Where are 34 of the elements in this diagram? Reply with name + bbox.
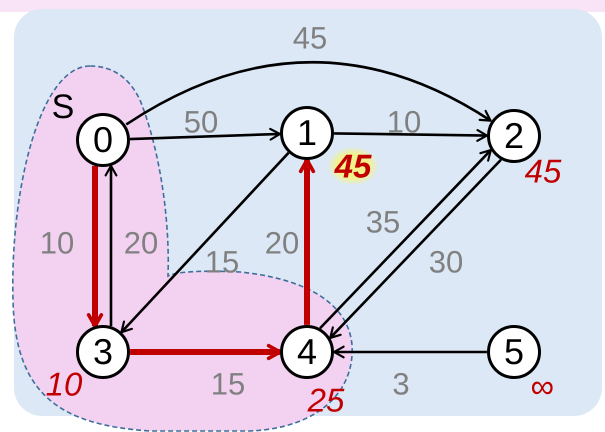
node-label: 3 xyxy=(92,334,114,370)
node-label: 2 xyxy=(504,118,524,154)
node-label: 5 xyxy=(504,334,524,370)
node-label: 4 xyxy=(296,334,318,370)
node-label: 1 xyxy=(296,115,318,151)
edge-label: 20 xyxy=(124,228,158,258)
edge-label: 45 xyxy=(292,22,328,54)
arrow xyxy=(319,148,492,330)
arrow xyxy=(130,344,282,360)
distance-label: 10 xyxy=(46,368,82,400)
arrow xyxy=(329,158,502,340)
edge-label: 50 xyxy=(184,106,218,138)
arrow xyxy=(130,128,282,141)
arrow xyxy=(104,164,118,326)
edge-label: 3 xyxy=(392,368,410,400)
distance-label: 45 xyxy=(524,154,562,188)
arrow xyxy=(334,129,488,142)
node-label: 0 xyxy=(92,122,114,158)
distance-label: 25 xyxy=(308,384,344,416)
arrow xyxy=(86,166,104,328)
distance-label: ∞ xyxy=(530,370,554,402)
arrow xyxy=(298,158,316,325)
edge-label: 20 xyxy=(264,228,300,258)
edge-label: 30 xyxy=(428,246,464,278)
arrow xyxy=(126,61,492,126)
set-label: S xyxy=(52,90,74,124)
edge-label: 15 xyxy=(210,368,246,400)
arrow xyxy=(333,346,487,358)
edge-label: 10 xyxy=(386,106,422,138)
distance-label: 45 xyxy=(328,148,378,184)
edge-label: 10 xyxy=(40,228,74,258)
edge-label: 35 xyxy=(366,206,400,238)
edge-label: 15 xyxy=(204,246,240,278)
arrow xyxy=(120,152,290,334)
